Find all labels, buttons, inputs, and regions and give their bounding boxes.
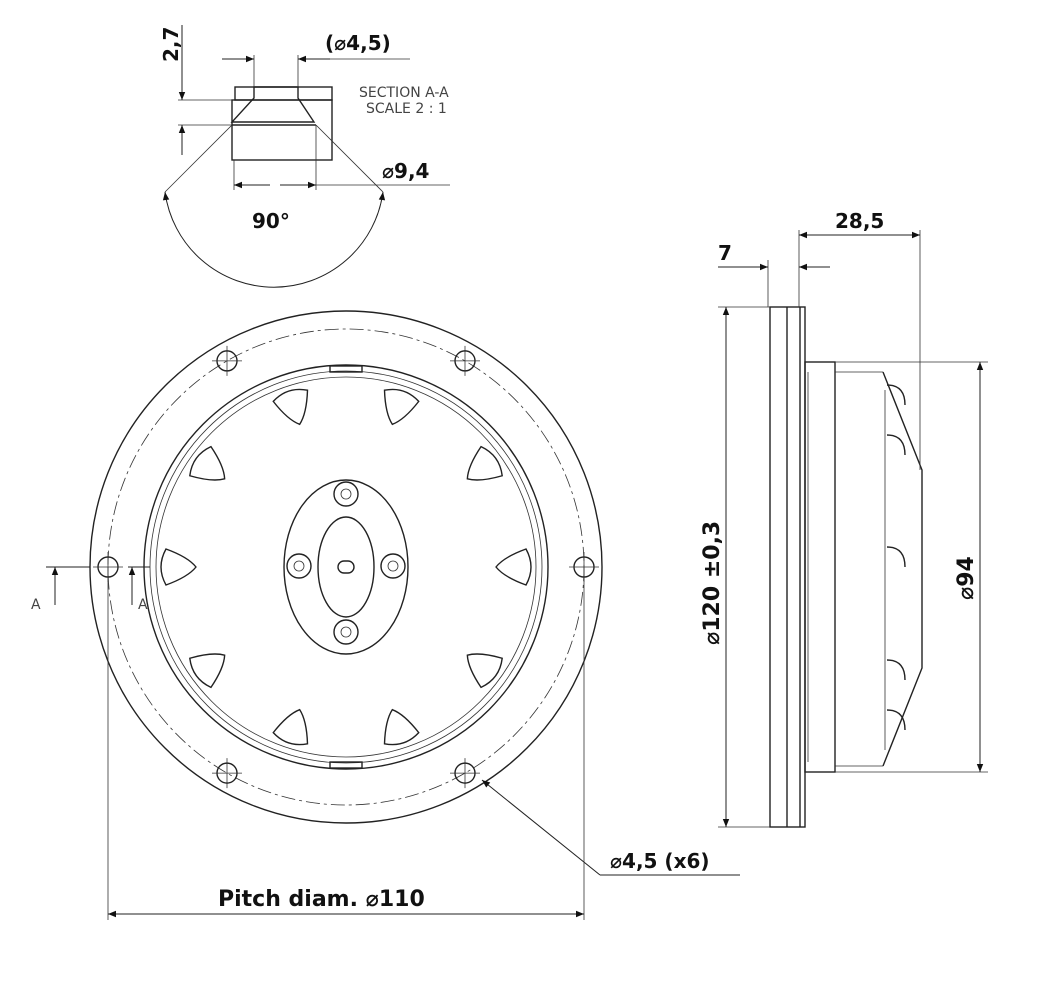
lobe xyxy=(466,445,503,481)
pitch-diameter-label: Pitch diam. ⌀110 xyxy=(218,887,425,912)
lobe xyxy=(383,708,420,746)
lobe xyxy=(189,653,226,689)
section-title: SECTION A-A xyxy=(359,85,449,101)
lobe xyxy=(383,388,420,426)
countersink-angle: 90° xyxy=(252,209,290,233)
body-diameter-dimension: ⌀94 xyxy=(954,556,979,600)
lobe xyxy=(272,388,309,426)
side-lobe xyxy=(886,659,906,681)
lobe xyxy=(272,708,309,746)
section-scale: SCALE 2 : 1 xyxy=(366,101,447,117)
section-marker-left: A xyxy=(31,597,41,613)
overall-depth-dimension: 28,5 xyxy=(835,209,884,233)
lobe xyxy=(160,548,197,586)
section-a-a-view: 2,7 (⌀4,5) SECTION A-A SCALE 2 : 1 ⌀9,4 … xyxy=(159,25,450,288)
side-view: 7 28,5 ⌀120 ±0,3 ⌀94 xyxy=(700,209,988,828)
section-marker-right: A xyxy=(138,597,148,613)
flange-thickness-dimension: 7 xyxy=(718,241,732,265)
mounting-holes xyxy=(93,345,599,789)
outer-diameter-dimension: ⌀120 ±0,3 xyxy=(700,521,725,645)
hole-callout: ⌀4,5 (x6) xyxy=(610,849,710,873)
lobe xyxy=(189,445,226,481)
section-depth-dimension: 2,7 xyxy=(159,27,183,62)
side-lobe xyxy=(886,709,906,731)
side-lobe xyxy=(886,384,906,406)
lobe xyxy=(466,653,503,689)
section-inner-diameter: (⌀4,5) xyxy=(325,31,391,55)
side-lobe xyxy=(886,546,906,568)
side-lobe xyxy=(886,434,906,456)
side-cooling-lobes xyxy=(886,384,906,731)
lobe xyxy=(495,548,532,586)
front-view: A A ⌀4,5 (x6) Pitch diam. ⌀110 xyxy=(31,310,740,920)
screws xyxy=(286,481,406,645)
cooling-lobes xyxy=(160,388,532,746)
section-outer-diameter: ⌀9,4 xyxy=(382,159,429,183)
